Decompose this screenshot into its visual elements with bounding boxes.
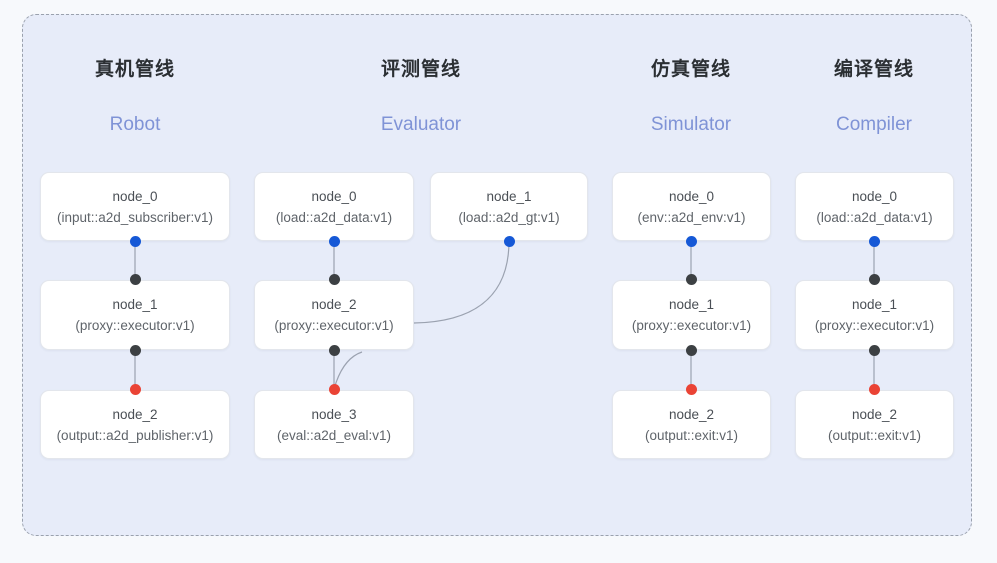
node-kind: (output::exit:v1) (644, 427, 739, 443)
port-evaluator-1-out[interactable] (504, 236, 515, 247)
port-evaluator-2-in[interactable] (329, 274, 340, 285)
node-id: node_1 (851, 297, 898, 312)
node-kind: (proxy::executor:v1) (75, 318, 195, 333)
node-id: node_1 (112, 297, 158, 312)
node-id: node_0 (112, 188, 158, 204)
column-header-evaluator: 评测管线 Evaluator (326, 58, 516, 137)
node-compiler-2[interactable]: node_2 (output::exit:v1) (795, 390, 954, 459)
node-robot-1[interactable]: node_1 (proxy::executor:v1) (40, 280, 230, 350)
column-header-robot: 真机管线 Robot (40, 58, 230, 137)
node-id: node_2 (311, 297, 357, 312)
node-robot-2[interactable]: node_2 (output::a2d_publisher:v1) (40, 390, 230, 459)
node-evaluator-1[interactable]: node_1 (load::a2d_gt:v1) (430, 172, 588, 241)
column-subtitle-compiler: Compiler (835, 114, 913, 135)
port-compiler-2-in[interactable] (869, 384, 880, 395)
column-title-compiler: 编译管线 (833, 59, 914, 80)
node-kind: (output::exit:v1) (827, 427, 922, 443)
node-kind: (input::a2d_subscriber:v1) (56, 209, 214, 225)
port-compiler-0-out[interactable] (869, 236, 880, 247)
node-id: node_0 (668, 188, 715, 204)
port-robot-1-in[interactable] (130, 274, 141, 285)
node-id: node_2 (112, 406, 158, 422)
node-simulator-2[interactable]: node_2 (output::exit:v1) (612, 390, 771, 459)
node-kind: (output::a2d_publisher:v1) (56, 427, 214, 443)
node-evaluator-2[interactable]: node_2 (proxy::executor:v1) (254, 280, 414, 350)
port-robot-0-out[interactable] (130, 236, 141, 247)
port-robot-2-in[interactable] (130, 384, 141, 395)
node-id: node_1 (486, 188, 532, 204)
node-kind: (load::a2d_data:v1) (275, 209, 393, 225)
column-title-evaluator: 评测管线 (380, 59, 461, 80)
port-compiler-1-in[interactable] (869, 274, 880, 285)
column-header-compiler: 编译管线 Compiler (779, 58, 969, 137)
port-evaluator-0-out[interactable] (329, 236, 340, 247)
node-kind: (proxy::executor:v1) (631, 318, 752, 333)
node-kind: (proxy::executor:v1) (274, 318, 394, 333)
node-kind: (load::a2d_data:v1) (816, 209, 933, 225)
node-kind: (env::a2d_env:v1) (637, 209, 746, 225)
node-simulator-0[interactable]: node_0 (env::a2d_env:v1) (612, 172, 771, 241)
column-subtitle-evaluator: Evaluator (380, 114, 462, 135)
port-evaluator-2-out[interactable] (329, 345, 340, 356)
port-simulator-0-out[interactable] (686, 236, 697, 247)
node-evaluator-3[interactable]: node_3 (eval::a2d_eval:v1) (254, 390, 414, 459)
node-compiler-0[interactable]: node_0 (load::a2d_data:v1) (795, 172, 954, 241)
port-robot-1-out[interactable] (130, 345, 141, 356)
node-id: node_2 (668, 406, 715, 422)
column-title-robot: 真机管线 (94, 59, 175, 80)
port-evaluator-3-in[interactable] (329, 384, 340, 395)
port-simulator-1-in[interactable] (686, 274, 697, 285)
node-compiler-1[interactable]: node_1 (proxy::executor:v1) (795, 280, 954, 350)
column-subtitle-robot: Robot (109, 114, 161, 135)
node-evaluator-0[interactable]: node_0 (load::a2d_data:v1) (254, 172, 414, 241)
node-id: node_0 (311, 188, 357, 204)
column-subtitle-simulator: Simulator (650, 114, 732, 135)
port-simulator-2-in[interactable] (686, 384, 697, 395)
node-kind: (proxy::executor:v1) (814, 318, 935, 333)
node-id: node_1 (668, 297, 715, 312)
port-simulator-1-out[interactable] (686, 345, 697, 356)
node-simulator-1[interactable]: node_1 (proxy::executor:v1) (612, 280, 771, 350)
column-header-simulator: 仿真管线 Simulator (596, 58, 786, 137)
node-id: node_3 (311, 406, 357, 422)
node-id: node_2 (851, 406, 898, 422)
column-title-simulator: 仿真管线 (650, 59, 731, 80)
node-robot-0[interactable]: node_0 (input::a2d_subscriber:v1) (40, 172, 230, 241)
node-kind: (load::a2d_gt:v1) (458, 209, 560, 225)
node-kind: (eval::a2d_eval:v1) (276, 427, 392, 443)
node-id: node_0 (851, 188, 898, 204)
port-compiler-1-out[interactable] (869, 345, 880, 356)
